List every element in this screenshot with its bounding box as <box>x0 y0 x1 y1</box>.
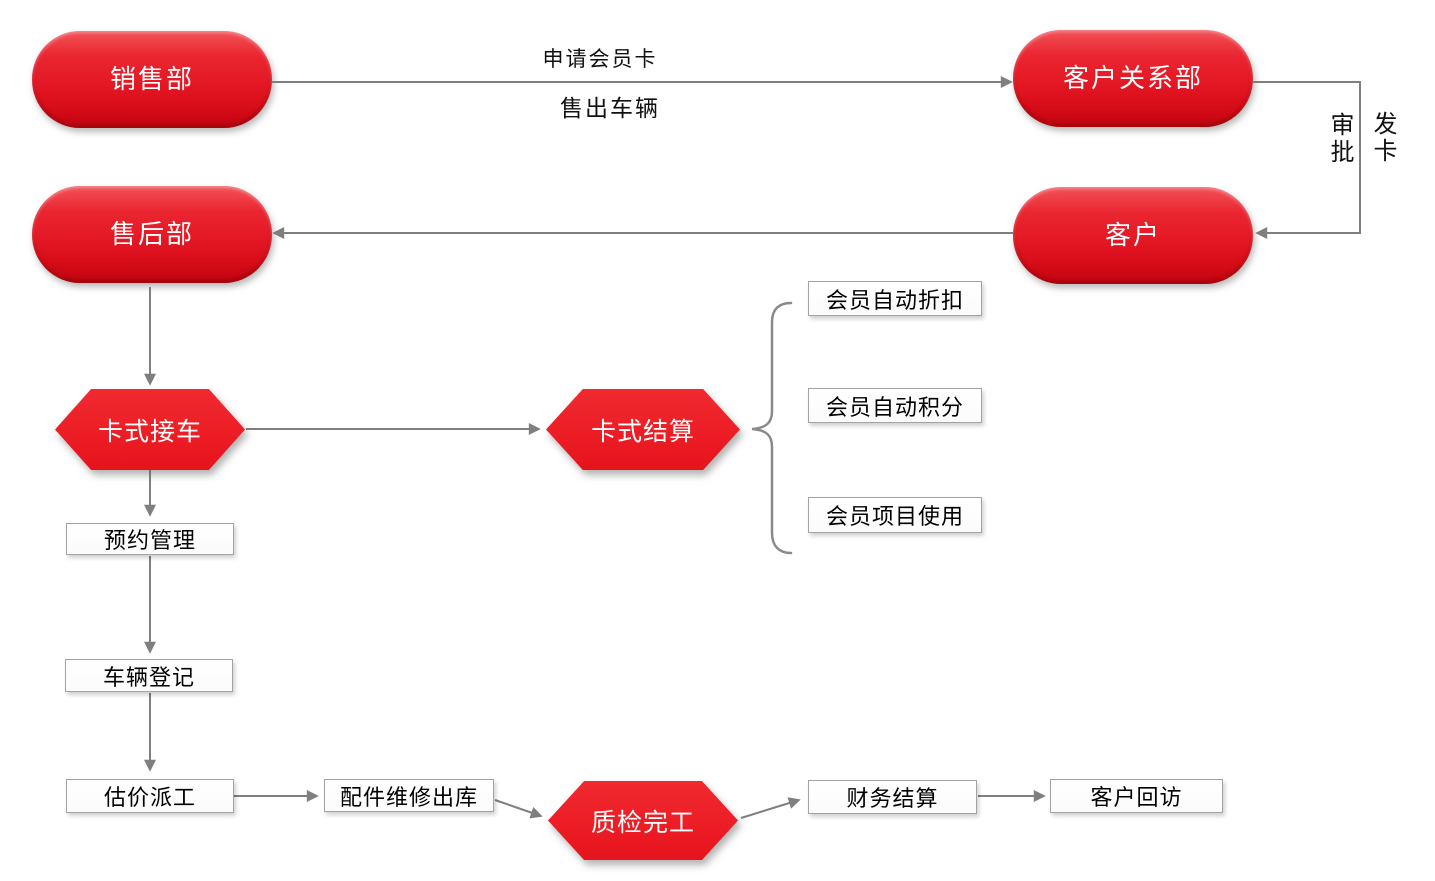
node-card-reception-shape: 卡式接车 <box>55 389 245 470</box>
node-customer-followup: 客户回访 <box>1050 779 1223 813</box>
node-customer-relations-dept: 客户关系部 <box>1013 30 1253 127</box>
node-financial-settlement: 财务结算 <box>808 780 977 814</box>
node-member-auto-discount: 会员自动折扣 <box>808 281 982 316</box>
node-estimate-dispatch: 估价派工 <box>66 779 234 813</box>
node-sales-dept: 销售部 <box>32 31 272 128</box>
brace-settlement-benefits <box>751 301 793 555</box>
edge-label-apply-membership-card: 申请会员卡 <box>542 48 658 71</box>
node-member-auto-points: 会员自动积分 <box>808 388 982 423</box>
node-customer: 客户 <box>1013 187 1253 284</box>
node-appointment-management: 预约管理 <box>66 523 234 555</box>
edge-label-issue-card: 发卡 <box>1373 111 1398 165</box>
node-parts-repair-outbound: 配件维修出库 <box>324 779 494 812</box>
node-quality-check-complete-shape: 质检完工 <box>548 781 738 860</box>
node-card-settlement-shape: 卡式结算 <box>546 389 740 470</box>
node-after-sales-dept: 售后部 <box>32 186 272 283</box>
edge-label-approve: 审批 <box>1330 112 1355 166</box>
edge-quality-check-to-finance <box>740 797 801 819</box>
node-card-settlement: 卡式结算 <box>546 389 740 470</box>
node-member-program-usage: 会员项目使用 <box>808 497 982 533</box>
edge-label-sell-vehicle: 售出车辆 <box>560 95 660 121</box>
node-card-reception: 卡式接车 <box>55 389 245 470</box>
node-vehicle-registration: 车辆登记 <box>65 659 233 692</box>
edge-parts-to-quality-check <box>494 799 543 819</box>
node-quality-check-complete: 质检完工 <box>548 781 738 860</box>
